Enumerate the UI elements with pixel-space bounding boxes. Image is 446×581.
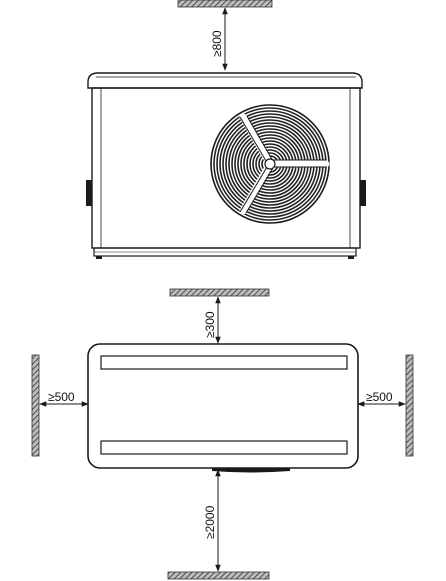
clearance-left-label: ≥500 (48, 390, 75, 404)
heat-pump-unit-plan (87, 343, 359, 473)
front-view: ≥800 (86, 0, 366, 259)
plan-view: ≥300 ≥500 ≥500 ≥2000 (31, 288, 414, 580)
wall-front (167, 571, 270, 580)
wall-right (405, 354, 414, 457)
clearance-front-label: ≥2000 (203, 505, 217, 539)
clearance-rear-label: ≥300 (203, 311, 217, 338)
wall-left (31, 354, 40, 457)
heat-pump-unit-front (86, 72, 366, 259)
clearance-right-label: ≥500 (366, 390, 393, 404)
wall-rear (169, 288, 270, 297)
fan-grille (210, 104, 330, 224)
wall-top-front-view (177, 0, 273, 8)
clearance-top-label: ≥800 (210, 30, 224, 57)
